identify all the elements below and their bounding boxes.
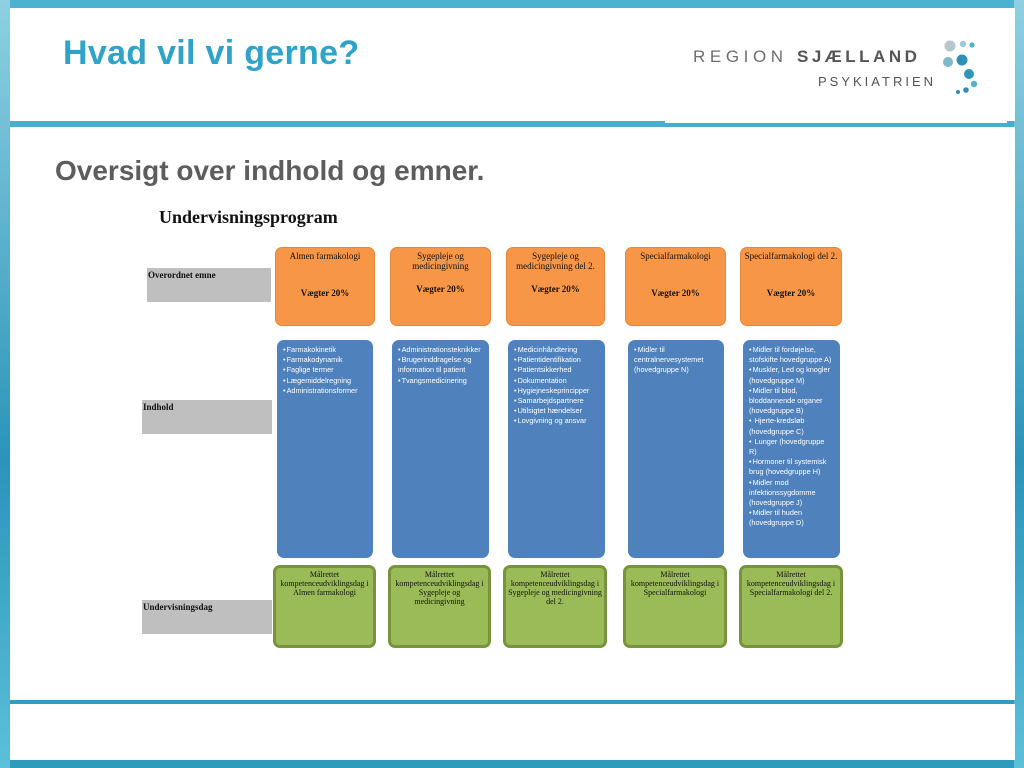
content-item: Tvangsmedicinering	[398, 376, 483, 386]
row-label-undervisningsdag: Undervisningsdag	[142, 600, 272, 634]
content-item: Hjerte-kredsløb (hovedgruppe C)	[749, 416, 834, 436]
content-item: Samarbejdspartnere	[514, 396, 599, 406]
content-box: Administrationsteknikker Brugerinddragel…	[392, 340, 489, 558]
footer-panel	[10, 704, 1015, 760]
content-item: Lovgivning og ansvar	[514, 416, 599, 426]
content-item: Medicinhåndtering	[514, 345, 599, 355]
header-panel	[10, 8, 1015, 121]
day-box: Målrettet kompetenceudviklingsdag i Syge…	[388, 565, 491, 648]
diagram-title: Undervisningsprogram	[159, 207, 338, 227]
slide-subtitle: Oversigt over indhold og emner.	[55, 155, 485, 186]
topic-box: Sygepleje og medicingivning Vægter 20%	[390, 247, 491, 326]
day-topic: Sygepleje og medicingivning del 2.	[508, 588, 602, 606]
day-heading: Målrettet kompetenceudviklingsdag i	[746, 570, 836, 588]
topic-weight: Vægter 20%	[766, 288, 816, 298]
day-topic: Specialfarmakologi del 2.	[749, 588, 833, 597]
topic-title: Almen farmakologi	[289, 251, 361, 261]
content-item: Midler til fordøjelse, stofskifte hovedg…	[749, 345, 834, 365]
row-label-overordnet: Overordnet emne	[147, 268, 271, 302]
logo-sjaelland-text: SJÆLLAND	[797, 47, 921, 66]
content-box: Midler til fordøjelse, stofskifte hovedg…	[743, 340, 840, 558]
topic-title: Sygepleje og medicingivning del 2.	[516, 251, 595, 271]
frame-right-strip	[1014, 0, 1024, 768]
day-heading: Målrettet kompetenceudviklingsdag i	[280, 570, 369, 588]
topic-box: Specialfarmakologi del 2. Vægter 20%	[740, 247, 842, 326]
logo-region-text: REGION	[693, 47, 788, 66]
topic-weight: Vægter 20%	[531, 284, 580, 294]
day-topic: Almen farmakologi	[293, 588, 356, 597]
topic-weight: Vægter 20%	[300, 288, 350, 298]
content-item: Midler mod infektionssygdomme (hovedgrup…	[749, 478, 834, 509]
day-box: Målrettet kompetenceudviklingsdag i Alme…	[273, 565, 376, 648]
content-item: Hygiejneskeprincipper	[514, 386, 599, 396]
content-box: Medicinhåndtering Patientidentifikation …	[508, 340, 605, 558]
content-item: Muskler, Led og knogler (hovedgruppe M)	[749, 365, 834, 385]
topic-weight: Vægter 20%	[416, 284, 465, 294]
content-item: Farmakokinetik	[283, 345, 367, 355]
content-item: Utilsigtet hændelser	[514, 406, 599, 416]
slide-title: Hvad vil vi gerne?	[63, 34, 360, 72]
day-heading: Målrettet kompetenceudviklingsdag i	[510, 570, 600, 588]
content-item: Administrationsformer	[283, 386, 367, 396]
content-item: Patientidentifikation	[514, 355, 599, 365]
topic-box: Sygepleje og medicingivning del 2. Vægte…	[506, 247, 605, 326]
content-item: Farmakodynamik	[283, 355, 367, 365]
content-item: Midler til blod, bloddannende organer (h…	[749, 386, 834, 417]
content-item: Patientsikkerhed	[514, 365, 599, 375]
content-item: Hormoner til systemisk brug (hovedgruppe…	[749, 457, 834, 477]
day-box: Målrettet kompetenceudviklingsdag i Spec…	[739, 565, 843, 648]
topic-box: Almen farmakologi Vægter 20%	[275, 247, 375, 326]
topic-title: Specialfarmakologi	[640, 251, 711, 261]
day-heading: Målrettet kompetenceudviklingsdag i	[630, 570, 720, 588]
day-box: Målrettet kompetenceudviklingsdag i Syge…	[503, 565, 607, 648]
topic-weight: Vægter 20%	[651, 288, 700, 298]
content-box: Farmakokinetik Farmakodynamik Faglige te…	[277, 340, 373, 558]
content-item: Midler til centralnervesystemet (hovedgr…	[634, 345, 718, 376]
row-label-indhold: Indhold	[142, 400, 272, 434]
frame-left-strip	[0, 0, 10, 768]
topic-title: Sygepleje og medicingivning	[412, 251, 469, 271]
logo-dots-icon	[943, 40, 978, 94]
content-item: Lægemiddelregning	[283, 376, 367, 386]
content-item: Dokumentation	[514, 376, 599, 386]
content-box: Midler til centralnervesystemet (hovedgr…	[628, 340, 724, 558]
day-topic: Sygepleje og medicingivning	[414, 588, 465, 606]
topic-title: Specialfarmakologi del 2.	[744, 251, 838, 261]
content-item: Brugerinddragelse og information til pat…	[398, 355, 483, 375]
day-topic: Specialfarmakologi	[643, 588, 707, 597]
content-item: Lunger (hovedgruppe R)	[749, 437, 834, 457]
logo-psykiatrien-text: PSYKIATRIEN	[818, 74, 937, 89]
logo-wordmark: REGION SJÆLLAND	[693, 47, 920, 67]
content-item: Administrationsteknikker	[398, 345, 483, 355]
day-box: Målrettet kompetenceudviklingsdag i Spec…	[623, 565, 727, 648]
day-heading: Målrettet kompetenceudviklingsdag i	[395, 570, 484, 588]
content-item: Faglige termer	[283, 365, 367, 375]
header-divider	[665, 121, 1007, 123]
content-item: Midler til huden (hovedgruppe D)	[749, 508, 834, 528]
topic-box: Specialfarmakologi Vægter 20%	[625, 247, 726, 326]
